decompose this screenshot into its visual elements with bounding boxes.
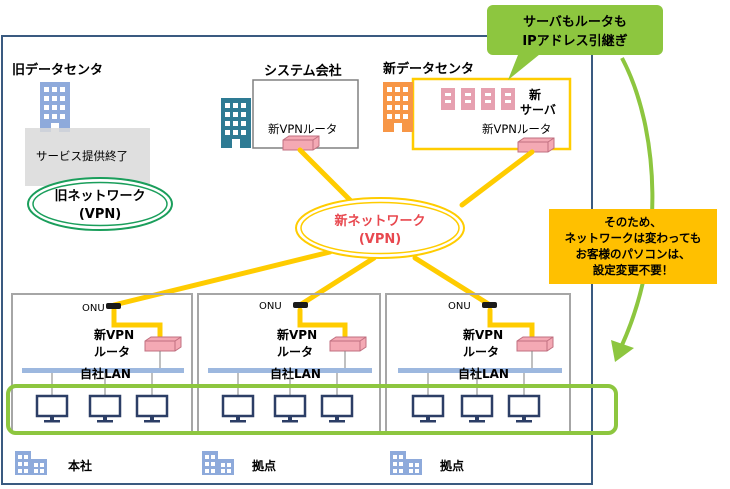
- callout-right-line3: お客様のパソコンは、: [576, 247, 691, 261]
- lan-bar: [398, 368, 562, 373]
- pc-icon: [460, 394, 494, 424]
- old-network-vpn: (VPN): [79, 207, 121, 222]
- site-router-label-1: 新VPN: [277, 327, 317, 342]
- site-name: 本社: [68, 458, 92, 473]
- new-network-vpn: (VPN): [359, 232, 401, 247]
- site-router-label-2: ルータ: [94, 345, 130, 359]
- callout-right-box: [549, 209, 717, 284]
- lan-bar: [208, 368, 372, 373]
- vpn-links: [111, 147, 535, 339]
- callout-right-line2: ネットワークは変わっても: [565, 231, 702, 245]
- old-network-label: 旧ネットワーク: [54, 189, 145, 204]
- site-router-icon: [329, 336, 367, 352]
- new-server-icon: [441, 88, 515, 110]
- pc-icon: [135, 394, 169, 424]
- onu-icon: [293, 302, 308, 308]
- new-server-label-2: サーバ: [520, 103, 556, 117]
- lan-bar: [22, 368, 184, 373]
- pc-icon: [273, 394, 307, 424]
- callout-right-line1: そのため、: [604, 215, 662, 229]
- callout-top-pointer: [508, 50, 545, 80]
- green-arrow: [620, 57, 655, 346]
- site-name: 拠点: [440, 458, 464, 473]
- site-router-label-1: 新VPN: [94, 327, 134, 342]
- site-building-icon: [202, 451, 234, 475]
- site-router-icon: [516, 336, 554, 352]
- site-router-icon: [144, 336, 182, 352]
- old-dc-building-icon: [40, 82, 70, 132]
- service-end-overlay: [25, 128, 150, 186]
- site-onu-label: ONU: [448, 301, 471, 312]
- site-kyoten-1: ONU 新VPN ルータ 自社LAN 拠点: [197, 293, 381, 475]
- site-building-icon: [390, 451, 422, 475]
- pc-icon: [88, 394, 122, 424]
- service-end-label: サービス提供終了: [36, 149, 128, 163]
- site-lan-label: 自社LAN: [458, 366, 509, 381]
- old-network-ellipse: [27, 177, 173, 231]
- new-server-label-1: 新: [529, 87, 541, 102]
- site-router-label-1: 新VPN: [463, 327, 503, 342]
- pc-highlight-frame: [6, 384, 618, 435]
- callout-right-line4: 設定変更不要！: [593, 263, 674, 277]
- pc-icon: [507, 394, 541, 424]
- site-router-label-2: ルータ: [463, 345, 499, 359]
- old-dc-label: 旧データセンタ: [12, 62, 103, 78]
- new-dc-label: 新データセンタ: [383, 61, 474, 77]
- callout-top-box: [487, 5, 663, 55]
- callout-top-line1: サーバもルータも: [523, 15, 627, 30]
- system-company-building-icon: [221, 98, 251, 148]
- pc-icon: [221, 394, 255, 424]
- site-name: 拠点: [252, 458, 276, 473]
- onu-icon: [482, 302, 497, 308]
- pc-icon: [320, 394, 354, 424]
- callout-top-line2: IPアドレス引継ぎ: [522, 33, 627, 49]
- onu-icon: [106, 303, 121, 309]
- system-company-router-label: 新VPNルータ: [268, 122, 337, 136]
- system-company-label: システム会社: [264, 63, 342, 79]
- site-honsha: ONU 新VPN ルータ 自社LAN 本社: [11, 293, 193, 475]
- new-dc-router-label: 新VPNルータ: [482, 122, 551, 136]
- site-building-icon: [15, 451, 47, 475]
- new-dc-router-icon: [517, 137, 555, 153]
- new-network-label: 新ネットワーク: [334, 213, 425, 229]
- pc-icon: [35, 394, 69, 424]
- new-dc-building-icon: [383, 82, 413, 132]
- site-router-label-2: ルータ: [277, 345, 313, 359]
- new-network-ellipse: [295, 197, 465, 259]
- site-onu-label: ONU: [259, 301, 282, 312]
- site-onu-label: ONU: [82, 303, 105, 314]
- site-lan-label: 自社LAN: [270, 366, 321, 381]
- pc-icon: [411, 394, 445, 424]
